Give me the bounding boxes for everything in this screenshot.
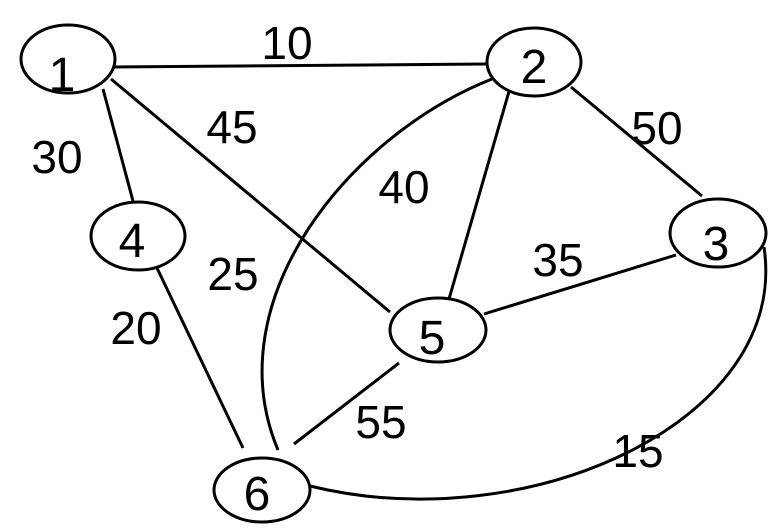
edge-5-6 (293, 361, 400, 446)
node-1-label: 1 (49, 49, 76, 102)
node-3-label: 3 (703, 218, 730, 271)
edge-3-6-weight: 15 (612, 425, 663, 477)
edge-4-6-weight: 20 (110, 302, 161, 354)
node-2-shape (485, 26, 583, 98)
node-6-shape (212, 456, 312, 524)
node-4-label: 4 (119, 215, 146, 268)
edge-1-5 (110, 77, 391, 314)
edge-2-5-weight: 40 (378, 161, 429, 213)
edge-3-6 (309, 246, 768, 501)
edge-5-6-weight: 55 (355, 396, 406, 448)
edge-1-2-weight: 10 (261, 17, 312, 69)
node-4-shape (89, 200, 187, 272)
edge-1-4-weight: 30 (31, 131, 82, 183)
node-5-label: 5 (419, 312, 446, 365)
node-3-shape (668, 197, 768, 269)
node-6-label: 6 (244, 468, 271, 521)
edge-2-6-weight: 25 (207, 248, 258, 300)
node-5-shape (388, 296, 488, 364)
edge-2-3 (570, 85, 703, 198)
edge-2-5 (447, 87, 512, 300)
edge-2-3-weight: 50 (631, 102, 682, 154)
edge-4-6 (155, 267, 245, 449)
edge-3-5-weight: 35 (532, 234, 583, 286)
node-1-shape (19, 23, 117, 95)
edge-1-5-weight: 45 (206, 101, 257, 153)
edge-1-4 (101, 88, 135, 202)
node-2-label: 2 (521, 41, 548, 94)
edge-3-5 (483, 253, 677, 316)
edge-1-2 (113, 62, 488, 69)
edge-2-6 (260, 77, 493, 451)
